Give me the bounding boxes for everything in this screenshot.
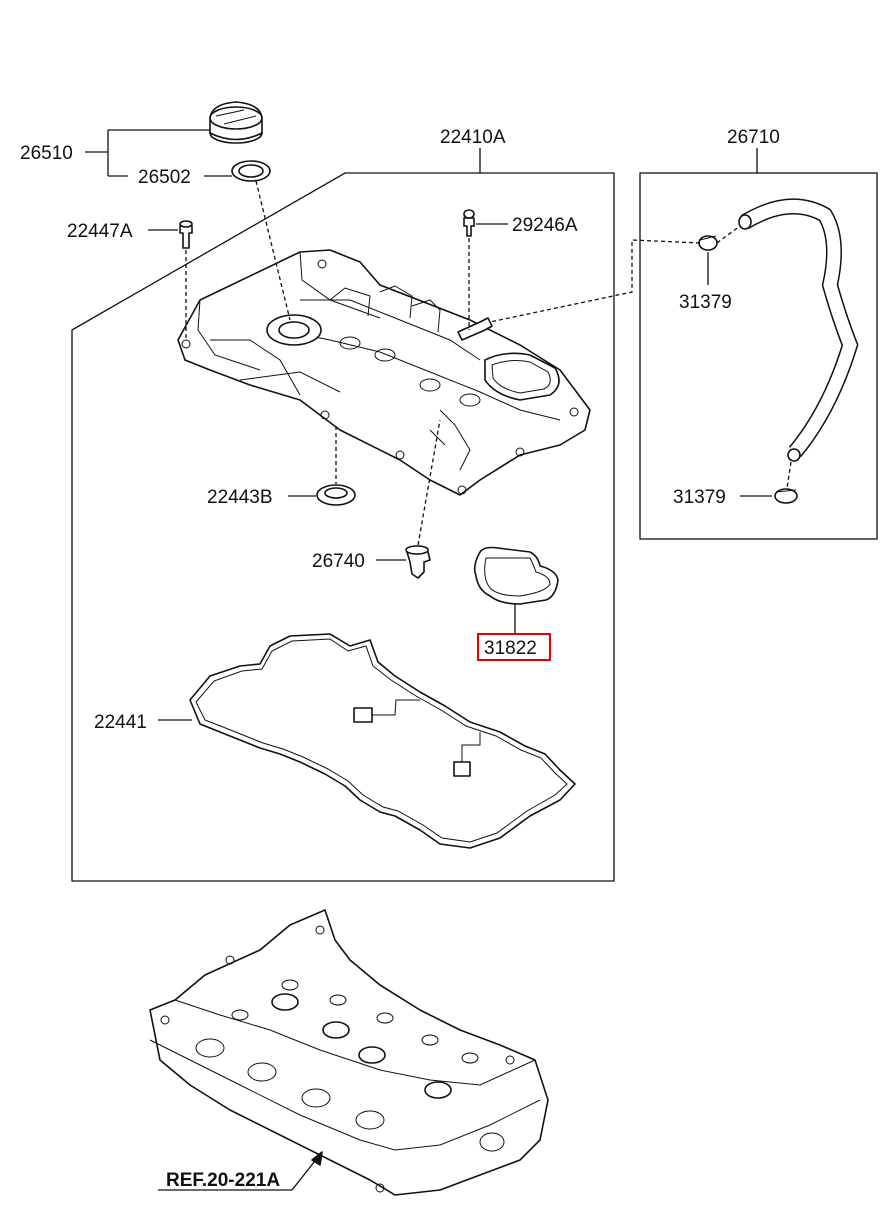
seal-ring [316, 484, 356, 506]
hose-clamp-lower [774, 488, 798, 504]
leader-26510 [85, 129, 210, 177]
hose-clamp-upper [698, 235, 718, 251]
cover-bolt [179, 220, 193, 249]
label-31379-upper[interactable]: 31379 [679, 292, 732, 313]
pcv-plug [463, 209, 475, 237]
label-22447A[interactable]: 22447A [67, 221, 133, 242]
small-gasket [473, 546, 559, 605]
label-26740[interactable]: 26740 [312, 551, 365, 572]
rocker-cover [177, 249, 591, 496]
label-29246A[interactable]: 29246A [512, 215, 578, 236]
label-31379-lower[interactable]: 31379 [673, 487, 726, 508]
ref-arrow [158, 1151, 323, 1191]
label-31822[interactable]: 31822 [484, 638, 537, 659]
label-26510[interactable]: 26510 [20, 143, 73, 164]
label-22441[interactable]: 22441 [94, 712, 147, 733]
cover-group-frame [71, 172, 615, 882]
label-22443B[interactable]: 22443B [207, 487, 273, 508]
oil-filler-cap [209, 101, 263, 144]
breather-hose [738, 198, 859, 462]
label-ref[interactable]: REF.20-221A [166, 1170, 280, 1191]
hose-group-frame [639, 172, 878, 540]
label-22410A[interactable]: 22410A [440, 127, 506, 148]
highlight-box [477, 633, 551, 661]
sensor [405, 545, 431, 579]
cap-gasket [231, 160, 271, 182]
cover-gasket [189, 633, 576, 849]
label-26710[interactable]: 26710 [727, 127, 780, 148]
label-26502[interactable]: 26502 [138, 167, 191, 188]
cylinder-head [149, 909, 549, 1196]
